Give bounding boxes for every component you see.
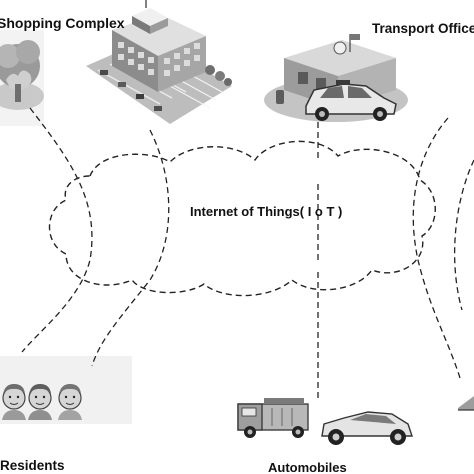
- transport-office-label: Transport Office: [372, 21, 474, 36]
- automobiles-label: Automobiles: [268, 460, 347, 474]
- partial-house-icon: [458, 396, 474, 411]
- residents-label: Residents: [0, 458, 65, 473]
- connector-shopping-inner: [91, 129, 170, 367]
- iot-cloud-label: Internet of Things( I o T ): [190, 204, 343, 219]
- iot-cloud-shape: [48, 140, 436, 297]
- shopping-mall-building-icon: [86, 0, 232, 124]
- connector-right-outer: [412, 117, 461, 379]
- connector-shopping-outer: [21, 107, 93, 353]
- police-station-with-police-car-icon: [264, 34, 408, 122]
- tree-icon: [0, 30, 44, 126]
- shopping-complex-label: Shopping Complex: [0, 15, 125, 31]
- connector-lines: [21, 107, 474, 400]
- truck-and-car-icon: [237, 398, 413, 445]
- connector-right-inner: [454, 159, 474, 311]
- three-person-faces-icon: [0, 356, 132, 424]
